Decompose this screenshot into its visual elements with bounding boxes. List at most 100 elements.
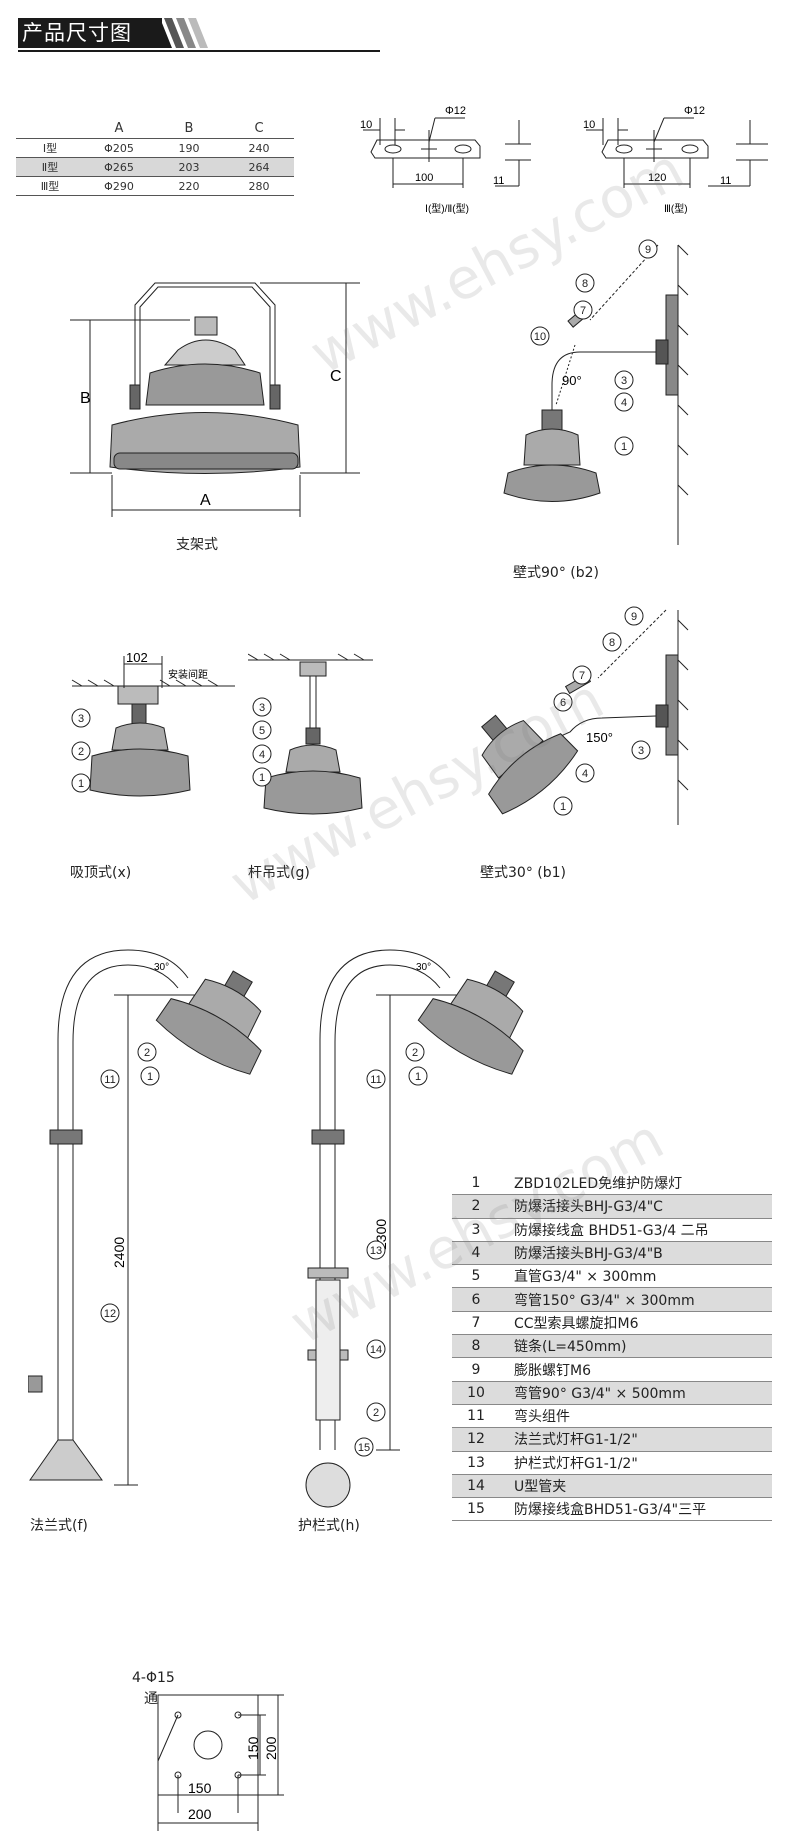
dim-b: B bbox=[80, 390, 91, 407]
part-no: 13 bbox=[452, 1451, 500, 1475]
part-no: 14 bbox=[452, 1474, 500, 1499]
bracket-drawing-large: 10 Φ12 120 11 Ⅲ(型) bbox=[583, 105, 768, 215]
section-title: 产品尺寸图 bbox=[18, 18, 162, 48]
cell-a: Φ290 bbox=[84, 176, 154, 196]
bracket-drawing-small: 10 Φ12 100 11 Ⅰ(型)/Ⅱ(型) bbox=[360, 105, 531, 215]
part-desc: 防爆接线盒 BHD51-G3/4 二吊 bbox=[500, 1218, 772, 1242]
caption-bracket: 支架式 bbox=[176, 537, 218, 553]
part-desc: 直管G3/4" × 300mm bbox=[500, 1264, 772, 1289]
part-desc: 防爆活接头BHJ-G3/4"B bbox=[500, 1241, 772, 1266]
caption-flange: 法兰式(f) bbox=[30, 1518, 88, 1534]
dim-10: 10 bbox=[360, 119, 372, 131]
part-no: 1 bbox=[452, 1172, 500, 1196]
table-row: Ⅲ型 Φ290 220 280 bbox=[16, 176, 294, 196]
part-no: 11 bbox=[452, 1404, 500, 1429]
part-desc: 防爆接线盒BHD51-G3/4"三平 bbox=[500, 1497, 772, 1522]
cell-b: 203 bbox=[154, 157, 224, 177]
col-header bbox=[16, 118, 84, 139]
cell-a: Φ265 bbox=[84, 157, 154, 177]
col-header: C bbox=[254, 120, 264, 136]
bracket-caption: Ⅰ(型)/Ⅱ(型) bbox=[425, 202, 469, 215]
railing-pole-drawing: 30° 2300 bbox=[305, 949, 524, 1508]
caption-wall30: 壁式30° (b1) bbox=[480, 865, 566, 881]
part-no: 2 bbox=[452, 1194, 500, 1219]
part-no: 3 bbox=[452, 1218, 500, 1242]
cell-c: 240 bbox=[224, 138, 294, 158]
part-no: 5 bbox=[452, 1264, 500, 1289]
table-row: Ⅱ型 Φ265 203 264 bbox=[16, 157, 294, 177]
dim-200-v: 200 bbox=[263, 1736, 279, 1760]
dim-11: 11 bbox=[493, 175, 504, 187]
dim-150-v: 150 bbox=[245, 1736, 261, 1760]
dim-c: C bbox=[330, 368, 342, 385]
dim-100: 100 bbox=[415, 172, 433, 184]
row-label: Ⅰ型 bbox=[16, 138, 84, 158]
cell-b: 220 bbox=[154, 176, 224, 196]
row-label: Ⅲ型 bbox=[16, 176, 84, 196]
title-underline bbox=[18, 50, 380, 52]
part-desc: 膨胀螺钉M6 bbox=[500, 1357, 772, 1382]
part-desc: CC型索具螺旋扣M6 bbox=[500, 1311, 772, 1336]
part-desc: 弯头组件 bbox=[500, 1404, 772, 1429]
dimension-table: A B C Ⅰ型 Φ205 190 240 Ⅱ型 Φ265 203 264 Ⅲ型… bbox=[16, 118, 294, 196]
part-no: 12 bbox=[452, 1427, 500, 1452]
dim-150-h: 150 bbox=[188, 1780, 212, 1796]
angle-90: 90° bbox=[562, 373, 582, 388]
ceiling-drawing: 102 安装间距 bbox=[71, 650, 235, 797]
holes-label: 4-Φ15 bbox=[132, 1670, 175, 1686]
wall90-drawing: 90° bbox=[503, 244, 689, 545]
part-desc: 弯管90° G3/4" × 500mm bbox=[500, 1381, 772, 1405]
cell-c: 264 bbox=[224, 157, 294, 177]
part-no: 15 bbox=[452, 1497, 500, 1522]
dim-200-h: 200 bbox=[188, 1806, 212, 1822]
part-desc: 护栏式灯杆G1-1/2" bbox=[500, 1451, 772, 1475]
title-stripes bbox=[150, 18, 208, 48]
height-2400: 2400 bbox=[111, 1237, 127, 1268]
part-no: 6 bbox=[452, 1287, 500, 1312]
col-header: B bbox=[184, 120, 194, 136]
part-no: 10 bbox=[452, 1381, 500, 1405]
caption-railing: 护栏式(h) bbox=[298, 1518, 360, 1534]
dim-10: 10 bbox=[583, 119, 595, 131]
dim-120: 120 bbox=[648, 172, 666, 184]
angle-30: 30° bbox=[154, 962, 169, 973]
part-no: 4 bbox=[452, 1241, 500, 1266]
part-desc: ZBD102LED免维护防爆灯 bbox=[500, 1172, 772, 1196]
bracket-caption: Ⅲ(型) bbox=[664, 202, 688, 215]
angle-150: 150° bbox=[586, 730, 613, 745]
rod-drawing bbox=[248, 653, 373, 815]
caption-ceiling: 吸顶式(x) bbox=[70, 865, 132, 881]
dim-102: 102 bbox=[126, 650, 148, 665]
part-desc: 法兰式灯杆G1-1/2" bbox=[500, 1427, 772, 1452]
col-header: A bbox=[114, 120, 124, 136]
part-desc: 防爆活接头BHJ-G3/4"C bbox=[500, 1194, 772, 1219]
wall30-drawing: 150° bbox=[481, 609, 689, 825]
cell-b: 190 bbox=[154, 138, 224, 158]
flange-pole-drawing: 30° 2400 bbox=[28, 949, 262, 1486]
row-label: Ⅱ型 bbox=[16, 157, 84, 177]
table-row: Ⅰ型 Φ205 190 240 bbox=[16, 138, 294, 158]
dim-phi12: Φ12 bbox=[684, 105, 705, 117]
caption-wall90: 壁式90° (b2) bbox=[513, 565, 599, 581]
install-spacing-note: 安装间距 bbox=[168, 668, 208, 681]
dim-a: A bbox=[200, 492, 211, 509]
part-desc: 弯管150° G3/4" × 300mm bbox=[500, 1287, 772, 1312]
angle-30: 30° bbox=[416, 962, 431, 973]
dim-phi12: Φ12 bbox=[445, 105, 466, 117]
bracket-mount-drawing: B C A bbox=[70, 282, 360, 517]
